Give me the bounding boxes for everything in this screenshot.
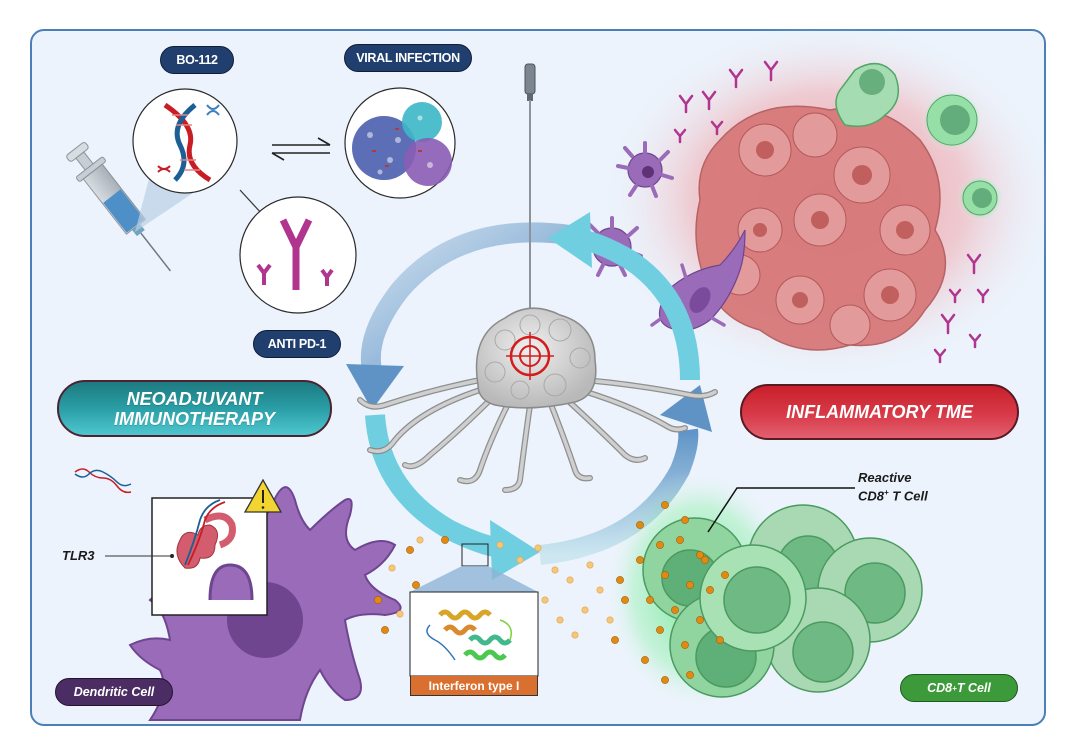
cd8-sup: + (952, 683, 957, 693)
interferon-particle (661, 501, 669, 509)
interferon-particle (636, 556, 644, 564)
syringe-icon (66, 142, 172, 272)
interferon-particle (661, 676, 669, 684)
interferon-particle (412, 581, 420, 589)
interferon-particle (541, 596, 549, 604)
antibody-cluster-tme (673, 60, 990, 364)
connector-line (239, 189, 263, 215)
interferon-particle (581, 606, 589, 614)
interferon-particle (516, 556, 524, 564)
interferon-particle (551, 566, 559, 574)
neoadjuvant-immunotherapy-banner: NEOADJUVANT IMMUNOTHERAPY (57, 380, 332, 437)
dsrna-strand (74, 468, 132, 494)
interferon-particle (396, 610, 404, 618)
interferon-particle (661, 571, 669, 579)
equilibrium-arrows-icon (271, 137, 331, 161)
interferon-particle (416, 536, 424, 544)
interferon-particle (641, 656, 649, 664)
interferon-particle (374, 596, 382, 604)
interferon-particle (496, 541, 504, 549)
interferon-particle (716, 636, 724, 644)
dendritic-cell-label: Dendritic Cell (55, 678, 173, 706)
interferon-particle (686, 671, 694, 679)
interferon-particle (571, 631, 579, 639)
viral-infection-label: VIRAL INFECTION (344, 44, 472, 72)
anti-pd1-label: ANTI PD-1 (253, 330, 341, 358)
cd8-t-cell-label: CD8+ T Cell (900, 674, 1018, 702)
interferon-particle (566, 576, 574, 584)
tcell-text: T Cell (956, 681, 991, 695)
reactive-cd8-label: Reactive CD8+ T Cell (858, 470, 928, 503)
interferon-particle (681, 516, 689, 524)
reactive-line-1: Reactive (858, 470, 912, 485)
interferon-particle (656, 626, 664, 634)
interferon-particle (696, 551, 704, 559)
tumor-icon (357, 307, 718, 493)
reactive-cd8-sup: + (884, 488, 889, 497)
interferon-particle (596, 586, 604, 594)
interferon-particle (671, 606, 679, 614)
interferon-callout-cone (410, 566, 538, 592)
interferon-particle (706, 586, 714, 594)
interferon-particle (534, 544, 542, 552)
interferon-particle (636, 521, 644, 529)
interferon-particle (686, 581, 694, 589)
bo112-label: BO-112 (160, 46, 234, 74)
interferon-particle (676, 536, 684, 544)
interferon-particle (556, 616, 564, 624)
dendritic-cell-small-1 (616, 141, 674, 198)
interferon-particle (606, 616, 614, 624)
interferon-particle (696, 616, 704, 624)
reactive-leader-line (707, 487, 855, 533)
interferon-particle (646, 596, 654, 604)
t-cell-attacking (835, 62, 900, 127)
dna-icon (132, 88, 238, 194)
inflammatory-tme-banner: INFLAMMATORY TME (740, 384, 1019, 440)
cd8-t-cell-cluster (642, 504, 923, 698)
cd8-text: CD8 (927, 681, 953, 695)
virus-icon (344, 87, 456, 199)
tumor-cell-cluster (695, 105, 947, 351)
interferon-particle (586, 561, 594, 569)
reactive-cd8-text: CD8 (858, 488, 885, 504)
interferon-particle (381, 626, 389, 634)
interferon-particle (611, 636, 619, 644)
reactive-tcell-text: T Cell (888, 488, 928, 504)
interferon-particle (701, 556, 709, 564)
interferon-particle (621, 596, 629, 604)
interferon-particle (616, 576, 624, 584)
neoadjuvant-line-2: IMMUNOTHERAPY (114, 408, 275, 429)
interferon-particle (388, 564, 396, 572)
interferon-particle (441, 536, 449, 544)
interferon-particle (681, 641, 689, 649)
interferon-type-i-label: Interferon type I (410, 676, 538, 696)
interferon-particle (656, 541, 664, 549)
target-reticle-icon (506, 332, 554, 380)
antibody-icon (239, 196, 357, 314)
interferon-particle (721, 571, 729, 579)
tlr3-label: TLR3 (62, 548, 95, 563)
protein-structure-icon (409, 591, 539, 677)
interferon-particles (374, 501, 729, 684)
neoadjuvant-line-1: NEOADJUVANT (126, 388, 263, 409)
warning-triangle-icon (243, 478, 283, 513)
interferon-particle (406, 546, 414, 554)
reactive-line-2: CD8+ T Cell (858, 485, 928, 503)
